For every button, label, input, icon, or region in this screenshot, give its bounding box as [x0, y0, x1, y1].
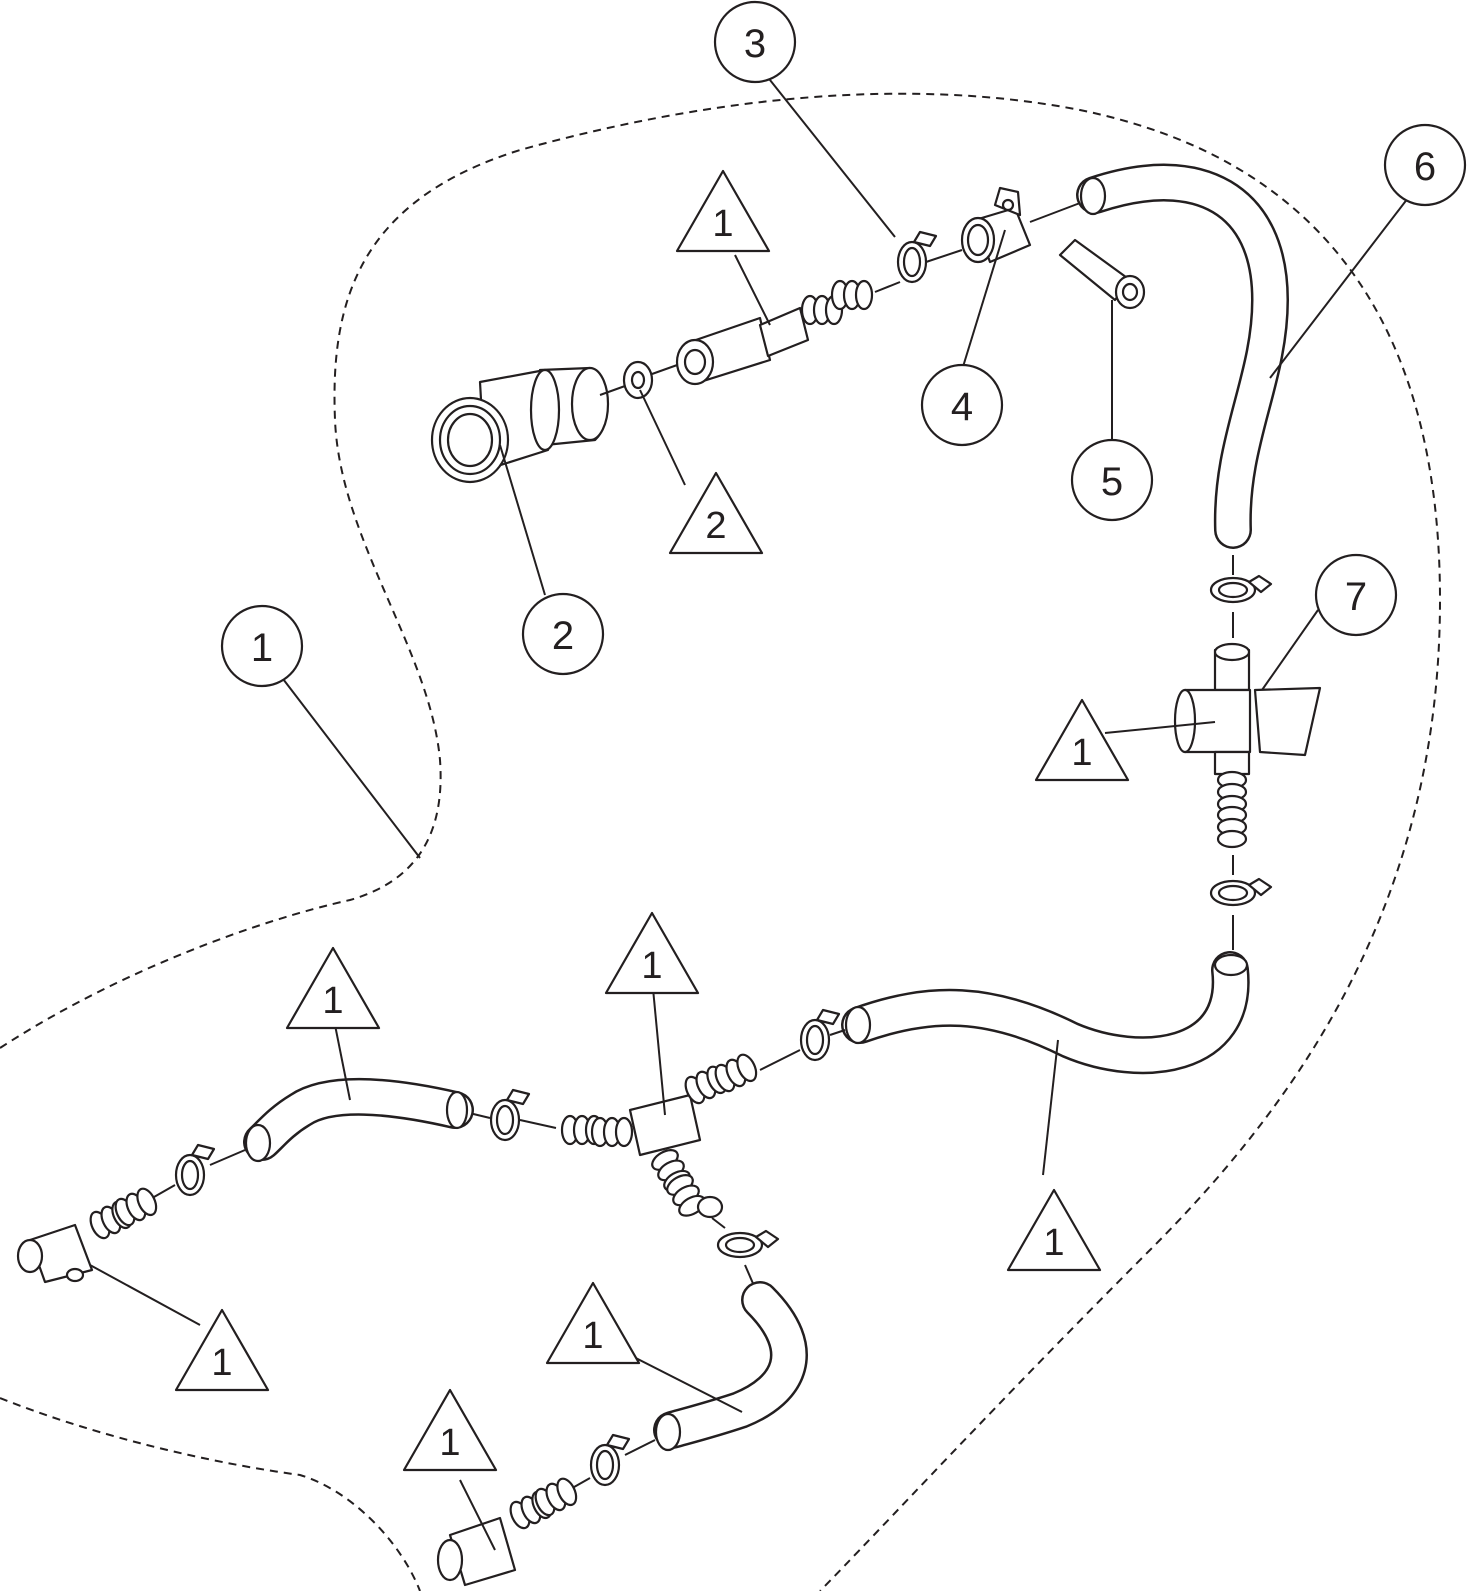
note-triangle-hose-bottom: 1 [545, 1281, 641, 1365]
note-triangle-tee-mid: 1 [604, 911, 700, 995]
svg-text:3: 3 [744, 22, 766, 66]
svg-text:1: 1 [641, 945, 662, 987]
left-clamp [174, 1143, 216, 1197]
bottom-elbow-fitting [436, 1474, 582, 1587]
bottom-clamp [589, 1433, 631, 1487]
svg-text:1: 1 [582, 1315, 603, 1357]
svg-text:2: 2 [705, 505, 726, 547]
callout-2: 2 [521, 592, 605, 676]
svg-text:1: 1 [251, 626, 273, 670]
svg-text:5: 5 [1101, 460, 1123, 504]
note-triangle-valve: 1 [1034, 698, 1130, 782]
svg-text:1: 1 [322, 980, 343, 1022]
left-elbow-fitting [16, 1184, 162, 1284]
svg-text:1: 1 [1043, 1222, 1064, 1264]
tee-clamp-right [799, 1008, 841, 1062]
note-triangle-fitting-bottom: 1 [402, 1388, 498, 1472]
valve-clamp-bottom [1209, 877, 1273, 907]
washer [622, 360, 654, 400]
hose-top [1076, 163, 1290, 549]
svg-text:4: 4 [951, 385, 973, 429]
note-triangle-tee-left: 1 [285, 946, 381, 1030]
elbow-fitting [960, 186, 1032, 264]
note-triangle-hose-right: 1 [1006, 1188, 1102, 1272]
callout-3: 3 [713, 0, 797, 84]
hose-right [841, 951, 1250, 1075]
y-tee-fitting [560, 1050, 762, 1221]
assembly-boundary-lower [0, 1397, 421, 1591]
note-triangle-washer: 2 [668, 471, 764, 555]
hose-left [243, 1077, 474, 1163]
lower-clamp [716, 1229, 780, 1259]
callout-4: 4 [920, 363, 1004, 447]
callout-5: 5 [1070, 438, 1154, 522]
threaded-connector [430, 366, 610, 484]
svg-text:7: 7 [1345, 575, 1367, 619]
barbed-adapter [675, 279, 874, 386]
callout-7: 7 [1314, 553, 1398, 637]
callout-6: 6 [1383, 123, 1467, 207]
svg-text:2: 2 [552, 614, 574, 658]
assembly-boundary [0, 92, 1442, 1591]
svg-text:1: 1 [712, 203, 733, 245]
hose-bottom [653, 1281, 808, 1452]
svg-text:1: 1 [211, 1342, 232, 1384]
bolt [1058, 238, 1146, 310]
svg-text:1: 1 [1071, 732, 1092, 774]
svg-text:1: 1 [439, 1422, 460, 1464]
note-triangle-top: 1 [675, 169, 771, 253]
shutoff-valve [1173, 642, 1322, 849]
tee-clamp-left [489, 1088, 531, 1142]
callout-1: 1 [220, 604, 304, 688]
hose-clamp [896, 230, 938, 284]
valve-clamp-top [1209, 574, 1273, 604]
svg-text:6: 6 [1414, 145, 1436, 189]
note-triangle-fitting-left: 1 [174, 1308, 270, 1392]
